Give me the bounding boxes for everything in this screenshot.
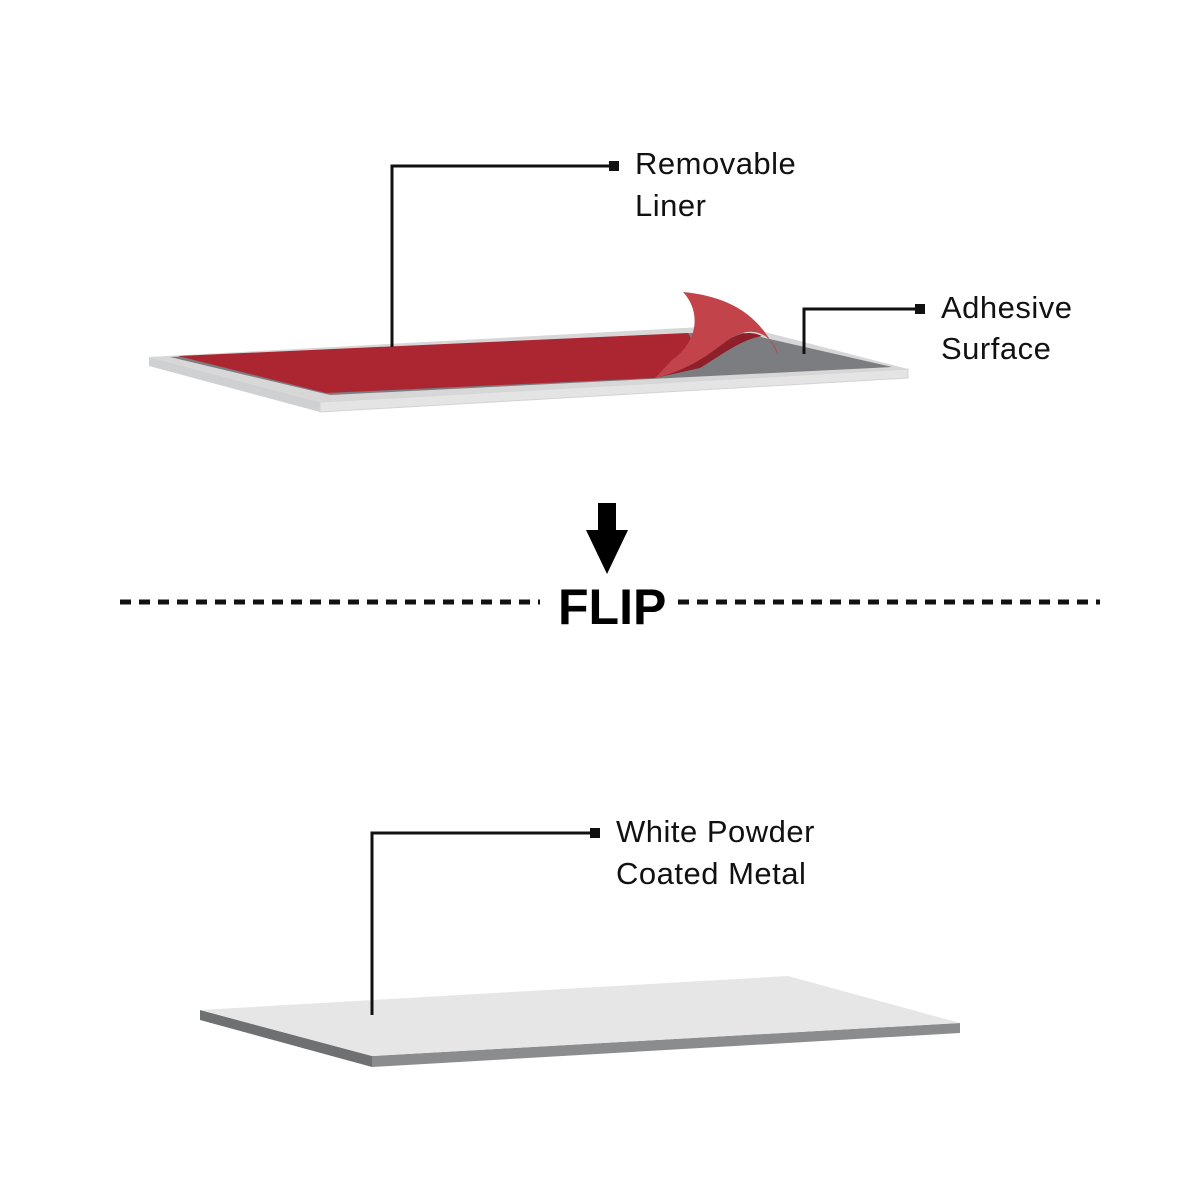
removable-liner-leader-end bbox=[609, 161, 619, 171]
removable-liner-label-line1: Removable bbox=[635, 146, 796, 181]
removable-liner-callout: Removable Liner bbox=[390, 146, 796, 347]
adhesive-surface-callout: Adhesive Surface bbox=[802, 290, 1073, 366]
top-panel bbox=[149, 292, 909, 413]
adhesive-surface-label-line1: Adhesive bbox=[941, 290, 1073, 325]
white-metal-label-line2: Coated Metal bbox=[616, 856, 806, 891]
removable-liner-label-line2: Liner bbox=[635, 188, 706, 223]
white-metal-callout: White Powder Coated Metal bbox=[370, 814, 815, 1015]
liner-curl-shadow bbox=[655, 332, 762, 378]
flip-separator: FLIP bbox=[120, 503, 1100, 635]
removable-liner bbox=[178, 333, 692, 393]
white-metal-leader bbox=[370, 831, 594, 1015]
down-arrow-icon bbox=[586, 503, 628, 574]
bottom-panel-front-edge bbox=[200, 1010, 372, 1067]
white-metal-leader-end bbox=[590, 828, 600, 838]
adhesive-surface-leader bbox=[802, 307, 920, 354]
liner-curl bbox=[655, 292, 778, 378]
top-panel-front-edge bbox=[149, 357, 320, 412]
white-metal-label-line1: White Powder bbox=[616, 814, 815, 849]
removable-liner-leader bbox=[390, 164, 614, 347]
bottom-panel bbox=[200, 976, 960, 1067]
adhesive-surface-leader-end bbox=[915, 304, 925, 314]
adhesive-surface-label-line2: Surface bbox=[941, 331, 1051, 366]
flip-label: FLIP bbox=[558, 579, 666, 635]
white-metal-face bbox=[200, 976, 960, 1056]
bottom-panel-side-edge bbox=[372, 1023, 960, 1067]
